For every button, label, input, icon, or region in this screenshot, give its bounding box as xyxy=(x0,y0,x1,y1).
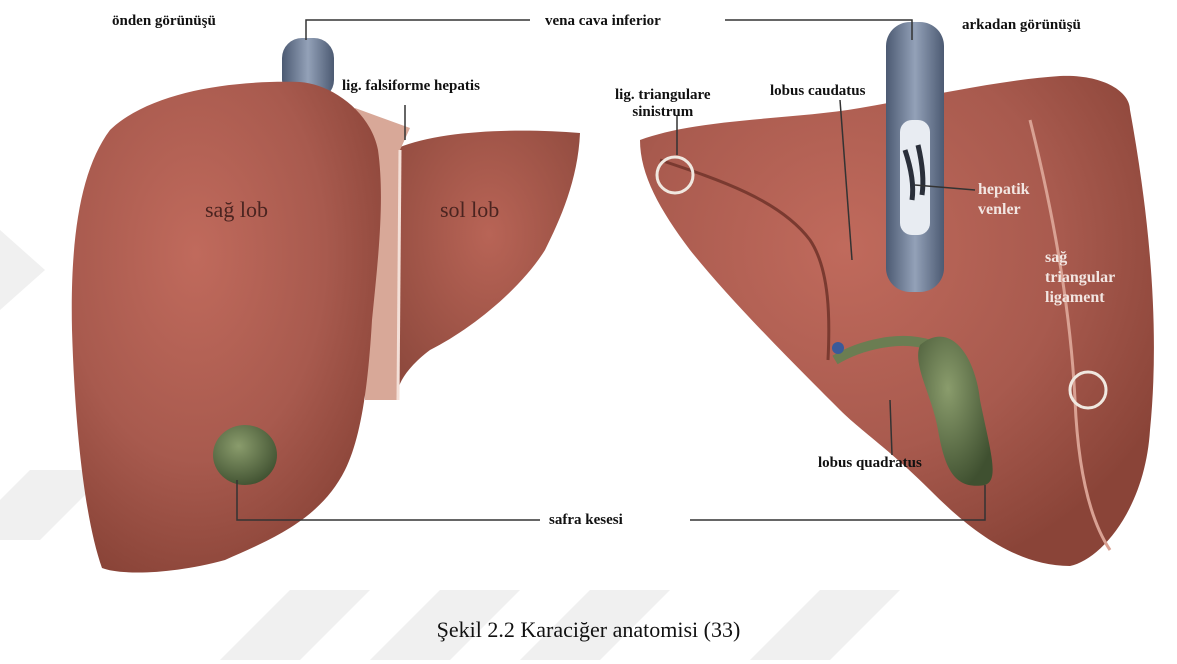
front-view-liver xyxy=(72,38,580,573)
label-hepatic-veins: hepatik venler xyxy=(978,180,1030,220)
label-caudate: lobus caudatus xyxy=(770,83,865,100)
label-left-lobe: sol lob xyxy=(440,198,499,222)
label-right-lobe: sağ lob xyxy=(205,198,268,222)
label-vena-cava: vena cava inferior xyxy=(545,13,661,30)
label-left-triangular: lig. triangulare sinistrum xyxy=(615,87,711,121)
label-quadrate: lobus quadratus xyxy=(818,455,922,472)
label-gallbladder: safra kesesi xyxy=(549,512,623,529)
label-falciform: lig. falsiforme hepatis xyxy=(342,78,480,95)
front-right-lobe xyxy=(72,82,381,573)
label-back-view: arkadan görünüşü xyxy=(962,17,1081,34)
label-right-triangular: sağ triangular ligament xyxy=(1045,248,1115,308)
label-front-view: önden görünüşü xyxy=(112,13,216,30)
figure-caption: Şekil 2.2 Karaciğer anatomisi (33) xyxy=(0,617,1177,643)
front-gallbladder xyxy=(213,425,277,485)
front-left-lobe xyxy=(398,131,580,390)
